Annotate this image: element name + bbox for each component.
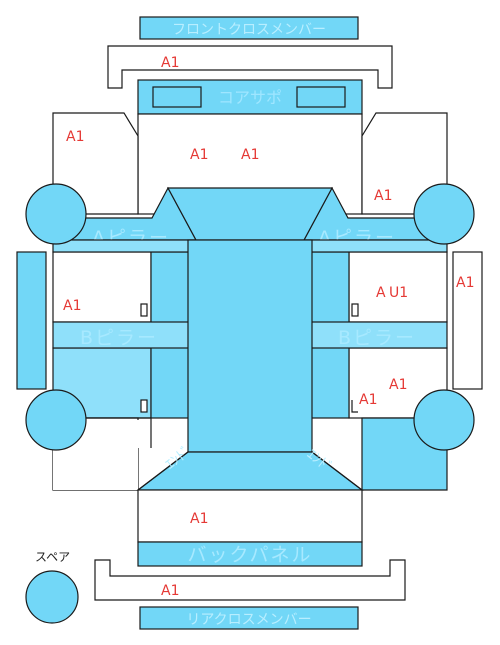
front-door-right-mark-u: U1: [389, 285, 408, 301]
b-pillar-right-label: Bピラー: [338, 327, 416, 349]
rear-cross-member-label: リアクロスメンバー: [186, 612, 311, 628]
rear-door-right-mark-1: A1: [389, 377, 407, 393]
wheel-front-right[interactable]: [413, 183, 475, 245]
wheel-front-left[interactable]: [25, 183, 87, 245]
front-cross-member-bar[interactable]: [139, 16, 359, 40]
headlight-left[interactable]: [152, 86, 202, 108]
door-handle-rear-right: [351, 400, 358, 413]
trunk-mark: A1: [190, 511, 208, 527]
side-sill-right-mark: A1: [456, 275, 474, 291]
front-door-right-mark-a: A: [376, 285, 386, 301]
back-panel[interactable]: [137, 541, 363, 567]
door-handle-front-left: [140, 303, 148, 317]
front-cross-member-label: フロントクロスメンバー: [172, 22, 326, 38]
rear-door-right-mark-2: A1: [359, 392, 377, 408]
side-sill-right[interactable]: [452, 251, 483, 390]
spare-label: スペア: [35, 550, 70, 564]
rear-cross-member-bar[interactable]: [139, 606, 359, 630]
hood-mark-2: A1: [241, 147, 259, 163]
wheel-rear-right[interactable]: [413, 389, 475, 451]
a-pillar-right-lower: [304, 239, 448, 253]
b-pillar-left-label: Bピラー: [80, 327, 158, 349]
front-fender-left-mark: A1: [66, 129, 84, 145]
door-handle-front-right: [351, 303, 359, 317]
rear-window-right-edge: [311, 451, 363, 491]
a-pillar-left-lower: [52, 239, 196, 253]
side-sill-left[interactable]: [16, 251, 47, 390]
rear-window-left-edge: [137, 451, 189, 491]
rear-bumper-mark: A1: [161, 583, 179, 599]
front-door-right[interactable]: [348, 251, 448, 323]
front-door-left-mark: A1: [63, 298, 81, 314]
rear-bumper[interactable]: [94, 559, 406, 601]
wheel-rear-left[interactable]: [25, 389, 87, 451]
door-handle-rear-left: [140, 399, 148, 413]
trunk[interactable]: [137, 489, 363, 543]
headlight-right[interactable]: [296, 86, 346, 108]
windshield[interactable]: [166, 187, 334, 241]
hood-mark-1: A1: [190, 147, 208, 163]
core-support-label: コアサポ: [218, 88, 282, 107]
roof[interactable]: [187, 239, 313, 453]
spare-tire[interactable]: [25, 570, 79, 624]
front-bumper[interactable]: [107, 45, 393, 89]
front-fender-right-mark: A1: [374, 188, 392, 204]
front-bumper-mark: A1: [161, 55, 179, 71]
back-panel-label: バックパネル: [187, 544, 312, 566]
